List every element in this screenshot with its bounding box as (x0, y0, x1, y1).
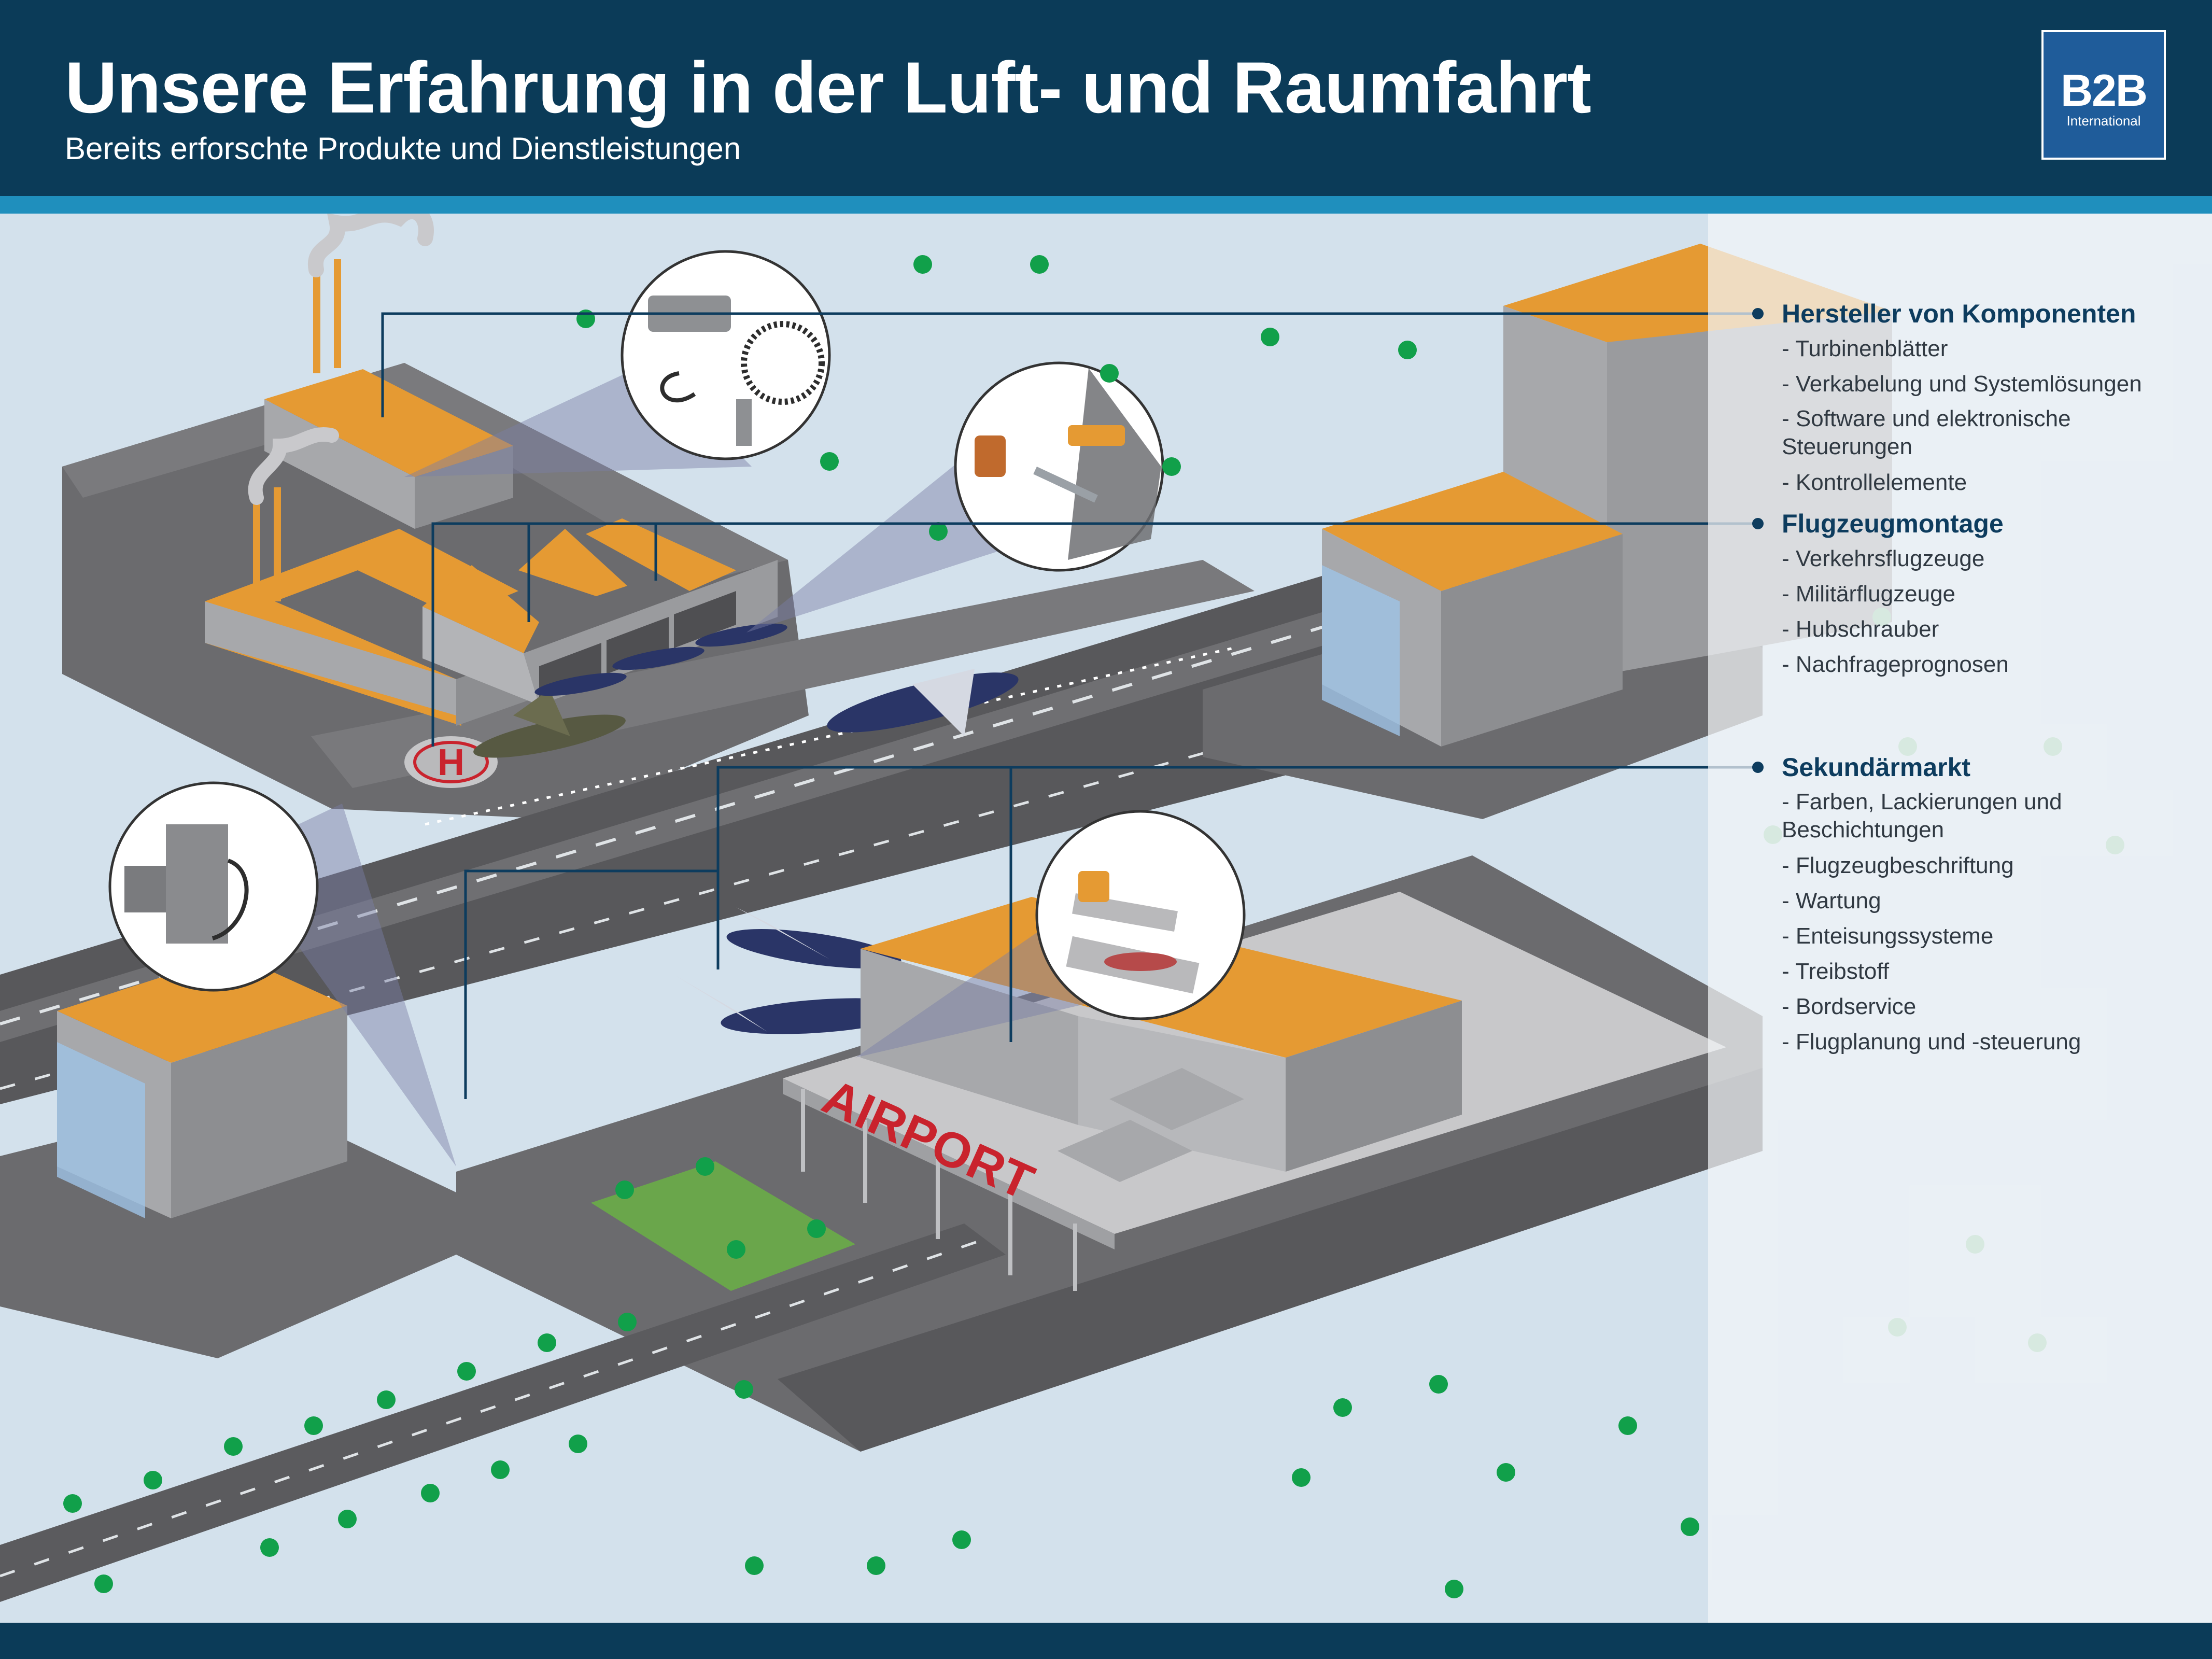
legend-item: - Farben, Lackierungen und Beschichtunge… (1782, 789, 2062, 842)
leader-lines (381, 312, 1757, 1099)
plane-military (473, 690, 626, 758)
trees (63, 255, 1699, 1598)
lower-road-line (0, 1238, 985, 1578)
legend-item: - Kontrollelemente (1782, 470, 1967, 495)
legend-group-assembly: Flugzeugmontage - Verkehrsflugzeuge - Mi… (1782, 508, 2009, 682)
turbine-parts-callout (621, 250, 831, 460)
plane-hangar-3 (695, 623, 787, 647)
legend-item: - Verkabelung und Systemlösungen (1782, 371, 2142, 397)
logo-subtext: International (2066, 113, 2141, 129)
plane-hangar-2 (612, 646, 705, 670)
factory-ground-edge (62, 363, 788, 581)
airport-road (778, 1068, 1763, 1452)
legend-group-secondary: Sekundärmarkt - Farben, Lackierungen und… (1782, 752, 2103, 1060)
legend-list-assembly: - Verkehrsflugzeuge - Militärflugzeuge -… (1782, 541, 2009, 682)
hangar-building (422, 518, 778, 705)
b2b-logo: B2B International (2041, 30, 2166, 160)
helipad-letter: H (438, 742, 464, 783)
legend-panel-backdrop (1708, 214, 2212, 1623)
legend-group-components: Hersteller von Komponenten - Turbinenblä… (1782, 298, 2142, 500)
plane-apron-1 (726, 907, 901, 968)
legend-item: - Bordservice (1782, 994, 1917, 1019)
legend-item: - Software und elektronische Steuerungen (1782, 406, 2071, 459)
legend-item: - Enteisungssysteme (1782, 923, 1994, 949)
legend-marker-assembly (1752, 518, 1764, 529)
legend-item: - Wartung (1782, 888, 1881, 913)
header-accent-strip (0, 196, 2212, 214)
legend-marker-secondary (1752, 762, 1764, 773)
legend-list-secondary: - Farben, Lackierungen und Beschichtunge… (1782, 785, 2103, 1060)
fuel-pump-callout (108, 781, 319, 992)
legend-item: - Militärflugzeuge (1782, 581, 1956, 607)
header-bar (0, 0, 2212, 196)
legend-item: - Flugzeugbeschriftung (1782, 853, 2014, 878)
legend-item: - Hubschrauber (1782, 616, 1939, 642)
legend-marker-components (1752, 308, 1764, 319)
legend-title-components: Hersteller von Komponenten (1782, 299, 2136, 328)
park-lawn (591, 1161, 855, 1291)
taxiway-dotted-line (425, 646, 1234, 826)
plane-hangar-1 (534, 672, 627, 696)
tools-callout (954, 361, 1164, 572)
legend-title-assembly: Flugzeugmontage (1782, 509, 2004, 538)
page-title: Unsere Erfahrung in der Luft- und Raumfa… (65, 47, 1591, 128)
catering-callout (1035, 810, 1246, 1020)
logo-mark: B2B (2060, 66, 2148, 116)
legend-item: - Turbinenblätter (1782, 336, 1948, 361)
helipad: H (404, 736, 498, 788)
footer-bar (0, 1623, 2212, 1659)
legend-list-components: - Turbinenblätter - Verkabelung und Syst… (1782, 331, 2142, 500)
legend-item: - Verkehrsflugzeuge (1782, 546, 1985, 571)
legend-item: - Treibstoff (1782, 959, 1890, 984)
page-subtitle: Bereits erforschte Produkte und Dienstle… (65, 131, 741, 166)
office-left (57, 954, 347, 1218)
legend-item: - Nachfrageprognosen (1782, 652, 2009, 677)
legend-item: - Flugplanung und -steuerung (1782, 1029, 2081, 1055)
runway-lane (0, 518, 1643, 1042)
lower-road (0, 1224, 1006, 1602)
legend-title-secondary: Sekundärmarkt (1782, 753, 1971, 782)
plane-runway-main (827, 669, 1019, 736)
factory-building-top (264, 214, 513, 529)
